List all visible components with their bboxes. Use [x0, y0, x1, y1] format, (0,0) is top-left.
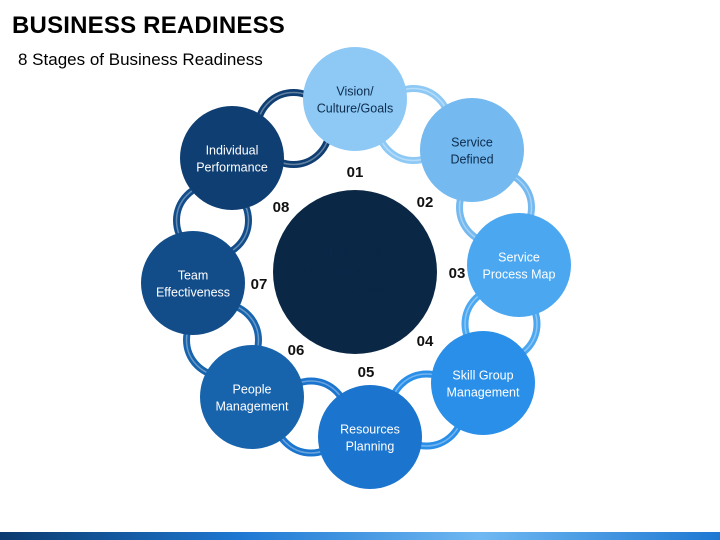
- stage-circle: [141, 231, 245, 335]
- stage-label: Defined: [450, 153, 493, 167]
- stage-label: Process Map: [483, 268, 556, 282]
- stage-circle: [467, 213, 571, 317]
- stage-number: 04: [417, 333, 434, 350]
- stage-label: Performance: [196, 161, 268, 175]
- stage-label: People: [233, 383, 272, 397]
- stage-circle: [420, 98, 524, 202]
- stage-number: 03: [449, 265, 466, 282]
- stage-number: 08: [273, 199, 290, 216]
- stage-circles: Vision/Culture/GoalsServiceDefinedServic…: [141, 47, 571, 489]
- stage-label: Effectiveness: [156, 286, 230, 300]
- stage-number: 06: [288, 342, 305, 359]
- stage-numbers: 01 02 03 04 05 06 07 08: [251, 164, 466, 381]
- page-title: BUSINESS READINESS: [12, 12, 285, 39]
- stage-label: Vision/: [336, 85, 374, 99]
- stage-label: Culture/Goals: [317, 102, 393, 116]
- stage-01: Vision/Culture/Goals: [303, 47, 407, 151]
- stage-circle: [303, 47, 407, 151]
- stage-label: Resources: [340, 423, 400, 437]
- stage-circle: [318, 385, 422, 489]
- goal-title: The Goal: [323, 243, 387, 260]
- goal-circle: [273, 190, 437, 354]
- stage-label: Skill Group: [452, 369, 513, 383]
- stage-label: Team: [178, 269, 209, 283]
- goal-line-3: to Perform: [322, 282, 388, 297]
- goal-line-2: A Business Ready: [299, 264, 413, 279]
- page-subtitle: 8 Stages of Business Readiness: [18, 50, 263, 69]
- stage-circle: [431, 331, 535, 435]
- stage-circle: [180, 106, 284, 210]
- bottom-bar: [0, 532, 720, 540]
- stage-label: Service: [498, 251, 540, 265]
- stage-label: Planning: [346, 440, 395, 454]
- stage-number: 01: [347, 164, 364, 181]
- stage-label: Service: [451, 136, 493, 150]
- stage-number: 02: [417, 194, 434, 211]
- stage-circle: [200, 345, 304, 449]
- stage-label: Management: [216, 400, 289, 414]
- stage-number: 05: [358, 364, 375, 381]
- stage-label: Management: [447, 386, 520, 400]
- stage-number: 07: [251, 276, 268, 293]
- stage-label: Individual: [206, 144, 259, 158]
